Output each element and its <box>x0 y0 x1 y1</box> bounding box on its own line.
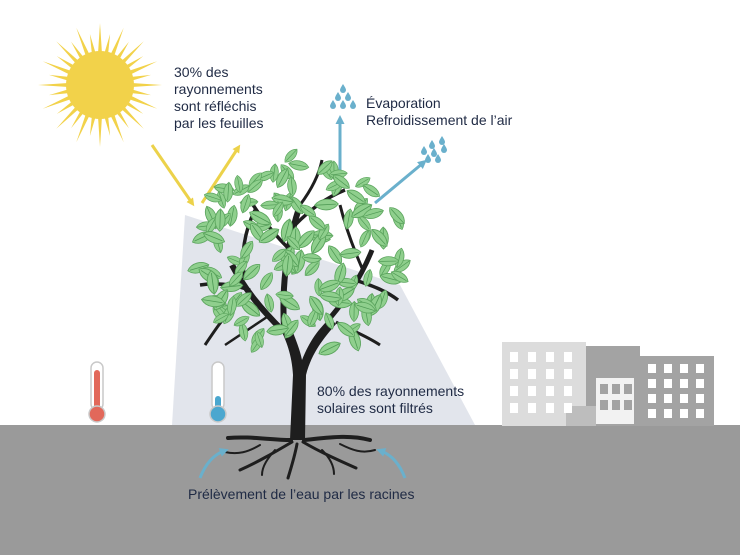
thermometer-hot-icon <box>88 361 106 423</box>
tree-icon <box>186 146 414 480</box>
sun-icon <box>38 23 162 147</box>
root-water-label: Prélèvement de l’eau par les racines <box>188 486 415 502</box>
evaporation-arrow-diagonal <box>374 159 427 205</box>
sun-ray-in-arrow <box>150 144 195 207</box>
evaporation-label: Évaporation Refroidissement de l’air <box>366 95 513 128</box>
filtered-light-label: 80% des rayonnements solaires sont filtr… <box>317 383 465 416</box>
root-water-arrow-right <box>376 448 407 479</box>
ground <box>0 425 740 555</box>
buildings-icon <box>502 342 714 426</box>
filtered-light-shadow <box>172 215 475 425</box>
root-water-arrow-left <box>198 448 229 479</box>
tree-roots <box>224 434 376 480</box>
thermometer-cool-icon <box>209 361 227 423</box>
reflection-label: 30% des rayonnements sont réfléchis par … <box>174 64 264 131</box>
water-drops-icon-2 <box>421 136 447 163</box>
water-drops-icon <box>330 84 356 109</box>
